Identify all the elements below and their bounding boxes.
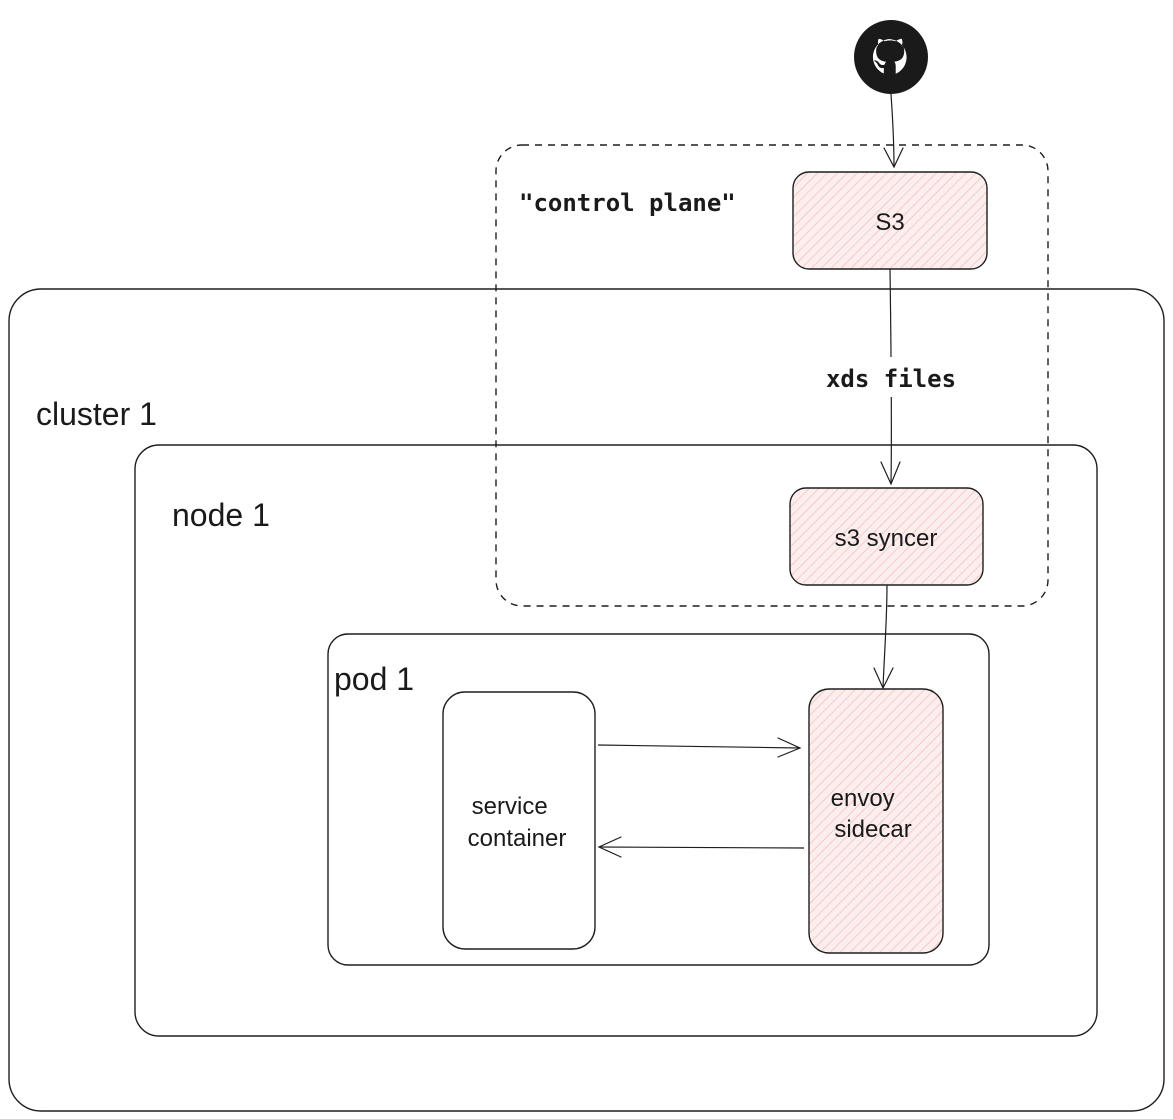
edge-syncer-to-envoy (873, 584, 894, 690)
control-plane-boundary (495, 144, 1049, 607)
service-container-label-line2: container (468, 825, 567, 852)
envoy-sidecar-label-line2: sidecar (834, 816, 911, 843)
edge-github-to-s3 (883, 93, 904, 169)
service-container-node: service container (442, 691, 596, 950)
cluster-boundary (8, 288, 1165, 1112)
node-label: node 1 (172, 497, 270, 533)
s3-syncer-label: s3 syncer (835, 525, 938, 552)
service-container-label-line1: service (472, 793, 548, 820)
edge-label-xds-files: xds files (826, 365, 956, 393)
pod-boundary (327, 633, 990, 966)
edge-service-to-envoy (597, 737, 802, 758)
s3-node: S3 (792, 171, 988, 270)
cluster-label: cluster 1 (36, 396, 157, 432)
svg-text:envoy sidecar: envoy sidecar (831, 785, 912, 843)
envoy-sidecar-node: envoy sidecar (808, 688, 944, 954)
github-icon (854, 20, 928, 94)
s3-syncer-node: s3 syncer (789, 487, 984, 586)
s3-label: S3 (875, 209, 904, 236)
control-plane-label: "control plane" (519, 189, 736, 217)
node-boundary (134, 444, 1098, 1037)
pod-label: pod 1 (334, 661, 414, 697)
svg-text:service container: service container (468, 793, 567, 852)
edge-envoy-to-service (597, 836, 805, 858)
envoy-sidecar-label-line1: envoy (831, 785, 895, 812)
